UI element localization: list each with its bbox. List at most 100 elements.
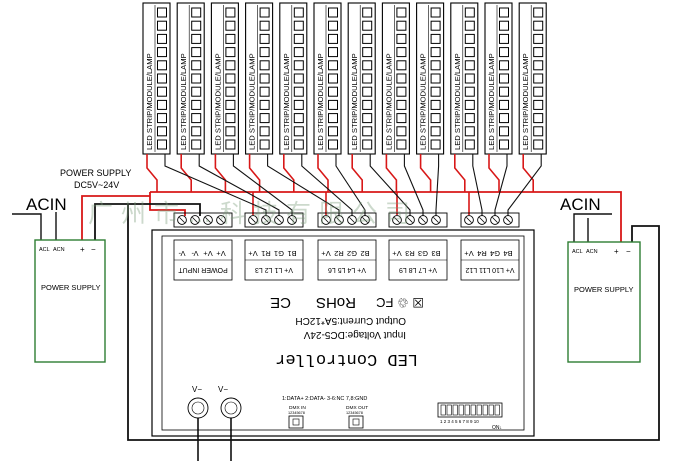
dip-switch[interactable] [437, 402, 503, 418]
left-minus-label: − [91, 245, 96, 254]
channel-wire [435, 154, 440, 216]
led-chip [430, 20, 441, 31]
right-power-supply: ACIN ACL ACN + − POWER SUPPLY [560, 195, 641, 363]
led-chip [157, 99, 167, 110]
led-chip [259, 73, 270, 84]
led-chip [259, 99, 270, 110]
led-chip [396, 126, 407, 137]
right-acin-label: ACIN [560, 195, 601, 214]
vminus-connector-2-inner [224, 401, 238, 415]
led-chip [464, 139, 475, 150]
led-chip [396, 33, 407, 44]
dip-key[interactable] [494, 404, 500, 416]
strip-label: LED STRIP/MODULE/LAMP [487, 53, 496, 150]
left-supply-name: POWER SUPPLY [41, 283, 100, 292]
led-chip [499, 47, 509, 58]
left-psu-plus-wire [81, 195, 150, 240]
dip-key[interactable] [482, 404, 488, 416]
strip-body [142, 2, 171, 155]
dip-key[interactable] [464, 404, 470, 416]
screw-slot [218, 217, 224, 223]
led-chip [191, 60, 202, 71]
led-chip [533, 20, 544, 31]
left-acl-label: ACL [39, 247, 50, 253]
right-supply-name: POWER SUPPLY [574, 285, 633, 294]
screw-slot [479, 217, 485, 223]
led-chip [362, 7, 373, 18]
terminal-housing [317, 212, 377, 228]
led-chip [225, 33, 236, 44]
strip-vplus-wire [180, 154, 192, 192]
terminal-label: G3 [418, 249, 428, 258]
strip-label: LED STRIP/MODULE/LAMP [179, 53, 188, 150]
led-chip [293, 113, 304, 124]
strip-label: LED STRIP/MODULE/LAMP [145, 53, 154, 150]
dip-key[interactable] [476, 404, 482, 416]
led-chip [362, 20, 373, 31]
led-chip [396, 113, 407, 124]
led-chip [430, 126, 441, 137]
led-chip [225, 99, 236, 110]
terminal-label: V+ [321, 249, 331, 258]
led-chip [499, 99, 509, 110]
led-chip [430, 60, 441, 71]
led-chip [328, 20, 338, 31]
screw-slot [192, 217, 198, 223]
led-chip [430, 33, 441, 44]
led-chip [362, 113, 373, 124]
led-chip [293, 60, 304, 71]
strip-body [245, 2, 274, 155]
dip-key[interactable] [470, 404, 476, 416]
terminal-label: V- [191, 249, 199, 258]
terminal-housing [388, 212, 448, 228]
right-psu-minus-wire [127, 204, 660, 441]
led-chip [293, 33, 304, 44]
strip-label: LED STRIP/MODULE/LAMP [419, 53, 428, 150]
led-chip [293, 73, 304, 84]
dip-key[interactable] [446, 404, 452, 416]
terminal-label: G4 [490, 249, 500, 258]
screw-slot [394, 217, 400, 223]
led-strip-8: LED STRIP/MODULE/LAMP [381, 2, 410, 155]
led-strip-10: LED STRIP/MODULE/LAMP [450, 2, 479, 155]
led-chip [499, 20, 509, 31]
led-chip [533, 126, 544, 137]
led-chip [225, 139, 236, 150]
dmx-out-pins: 12345678 [346, 411, 363, 415]
terminal-label: V+ [216, 249, 226, 258]
led-chip [533, 33, 544, 44]
led-chip [293, 47, 304, 58]
product-name: LED Controller [275, 349, 418, 368]
input-voltage-rating: Input Voltage:DC5-24V [303, 329, 406, 340]
strip-label: LED STRIP/MODULE/LAMP [384, 53, 393, 150]
led-chip [191, 113, 202, 124]
dmx-out-port-inner [352, 418, 360, 426]
controller-inner-outline [161, 235, 525, 431]
strip-vplus-wire [453, 154, 466, 192]
led-chip [191, 86, 202, 97]
channel-wire [472, 154, 483, 216]
led-chip [533, 113, 544, 124]
dmx-pin-note: 1:DATA+ 2:DATA- 3-6:NC 7,8:GND [282, 396, 367, 402]
led-chip [293, 126, 304, 137]
power-supply-voltage: DC5V~24V [74, 180, 119, 190]
led-chip [191, 33, 202, 44]
led-chip [430, 86, 441, 97]
strip-label: LED STRIP/MODULE/LAMP [248, 53, 257, 150]
led-chip [464, 73, 475, 84]
dip-key[interactable] [458, 404, 464, 416]
dip-key[interactable] [452, 404, 458, 416]
dip-key[interactable] [488, 404, 494, 416]
led-chip [533, 99, 544, 110]
led-chip [259, 33, 270, 44]
led-chip [362, 60, 373, 71]
led-chip [464, 33, 475, 44]
led-chip [328, 7, 338, 18]
led-strip-2: LED STRIP/MODULE/LAMP [176, 2, 205, 155]
led-chip [430, 139, 441, 150]
terminal-label: B3 [431, 249, 440, 258]
strip-vplus-wire [351, 154, 364, 192]
dip-key[interactable] [440, 404, 446, 416]
dmx-out-port [348, 415, 364, 429]
